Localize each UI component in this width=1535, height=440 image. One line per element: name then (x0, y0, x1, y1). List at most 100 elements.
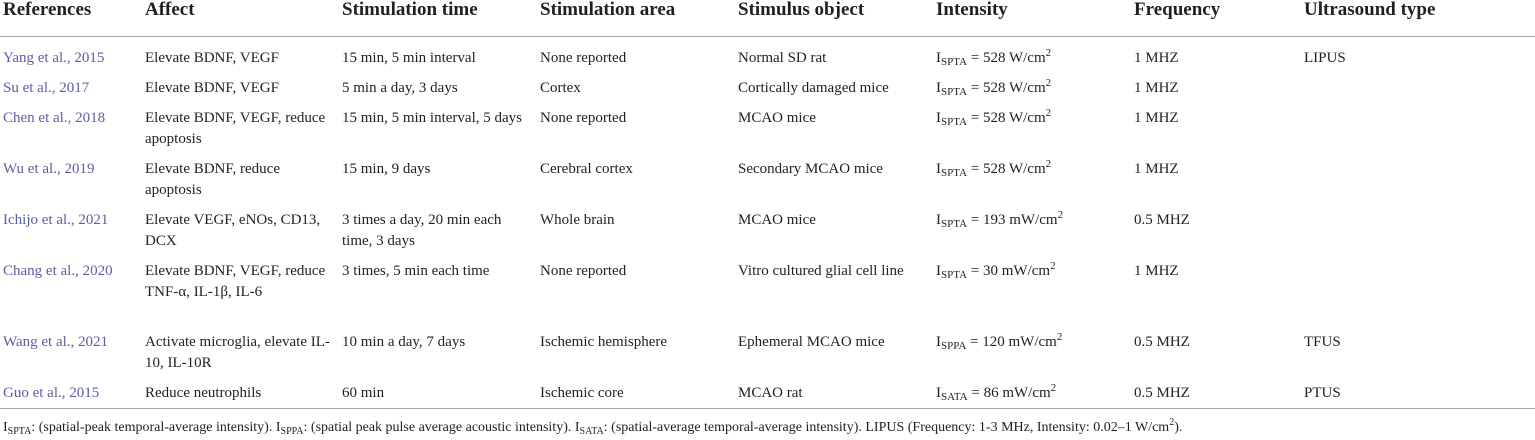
frequency-cell: 0.5 MHZ (1134, 385, 1190, 401)
frequency-cell: 0.5 MHZ (1134, 212, 1190, 228)
footnote-subscript: SPPA (280, 426, 304, 437)
stimulation-time-cell: 5 min a day, 3 days (342, 80, 458, 96)
stimulation-time-cell: 3 times, 5 min each time (342, 263, 490, 279)
stimulation-area-cell: Cerebral cortex (540, 161, 633, 177)
reference-link[interactable]: Su et al., 2017 (3, 80, 90, 96)
ultrasound-type-cell (1301, 252, 1535, 323)
stimulus-object-cell: Ephemeral MCAO mice (738, 334, 885, 350)
ultrasound-type-cell (1301, 150, 1535, 201)
table-header-row: References Affect Stimulation time Stimu… (0, 0, 1535, 37)
frequency-cell: 1 MHZ (1134, 50, 1179, 66)
reference-link[interactable]: Ichijo et al., 2021 (3, 212, 109, 228)
header-affect: Affect (145, 0, 195, 20)
table-row: Wang et al., 2021 Activate microglia, el… (0, 323, 1535, 374)
footnote-superscript: 2 (1169, 417, 1175, 428)
ultrasound-type-cell (1301, 201, 1535, 252)
stimulation-time-cell: 15 min, 5 min interval (342, 50, 476, 66)
intensity-subscript: SPTA (941, 269, 968, 281)
frequency-cell: 1 MHZ (1134, 110, 1179, 126)
stimulation-area-cell: None reported (540, 110, 627, 126)
affect-cell: Elevate BDNF, VEGF (145, 80, 279, 96)
intensity-cell: ISPTA = 528 W/cm2 (933, 99, 1131, 150)
stimulus-object-cell: Vitro cultured glial cell line (738, 263, 904, 279)
stimulus-object-cell: Normal SD rat (738, 50, 827, 66)
intensity-value: = 193 mW/cm (967, 212, 1058, 228)
table-row: Guo et al., 2015 Reduce neutrophils 60 m… (0, 374, 1535, 408)
stimulus-object-cell: MCAO rat (738, 385, 803, 401)
intensity-cell: ISPTA = 528 W/cm2 (933, 69, 1131, 99)
frequency-cell: 0.5 MHZ (1134, 334, 1190, 350)
table-row: Wu et al., 2019 Elevate BDNF, reduce apo… (0, 150, 1535, 201)
intensity-superscript: 2 (1056, 331, 1063, 343)
footnote-text: : (spatial-peak temporal-average intensi… (31, 420, 276, 435)
reference-link[interactable]: Chang et al., 2020 (3, 263, 113, 279)
footnote-text: : (spatial peak pulse average acoustic i… (303, 420, 575, 435)
intensity-superscript: 2 (1050, 382, 1057, 394)
table-row: Yang et al., 2015 Elevate BDNF, VEGF 15 … (0, 37, 1535, 70)
reference-link[interactable]: Wang et al., 2021 (3, 334, 109, 350)
ultrasound-type-cell (1301, 69, 1535, 99)
header-references: References (3, 0, 92, 20)
reference-link[interactable]: Wu et al., 2019 (3, 161, 95, 177)
intensity-value: = 528 W/cm (967, 50, 1046, 66)
intensity-symbol: I (936, 334, 941, 350)
intensity-symbol: I (936, 161, 941, 177)
intensity-symbol: I (936, 80, 941, 96)
intensity-cell: ISPPA = 120 mW/cm2 (933, 323, 1131, 374)
affect-cell: Elevate BDNF, VEGF (145, 50, 279, 66)
intensity-subscript: SPPA (941, 340, 967, 352)
frequency-cell: 1 MHZ (1134, 263, 1179, 279)
affect-cell: Elevate BDNF, reduce apoptosis (145, 161, 280, 198)
intensity-superscript: 2 (1045, 158, 1052, 170)
intensity-subscript: SPTA (941, 86, 968, 98)
intensity-subscript: SPTA (941, 116, 968, 128)
header-intensity: Intensity (936, 0, 1008, 20)
intensity-symbol: I (936, 212, 941, 228)
stimulation-parameters-table: References Affect Stimulation time Stimu… (0, 0, 1535, 408)
intensity-subscript: SPTA (941, 167, 968, 179)
intensity-cell: ISATA = 86 mW/cm2 (933, 374, 1131, 408)
intensity-symbol: I (936, 263, 941, 279)
intensity-symbol: I (936, 385, 941, 401)
intensity-subscript: SATA (941, 391, 968, 403)
ultrasound-type-cell: LIPUS (1304, 50, 1346, 66)
stimulus-object-cell: Cortically damaged mice (738, 80, 889, 96)
intensity-cell: ISPTA = 528 W/cm2 (933, 37, 1131, 70)
footnote-subscript: SATA (579, 426, 604, 437)
table-row: Chen et al., 2018 Elevate BDNF, VEGF, re… (0, 99, 1535, 150)
ultrasound-type-cell: PTUS (1304, 385, 1341, 401)
reference-link[interactable]: Chen et al., 2018 (3, 110, 106, 126)
stimulation-time-cell: 60 min (342, 385, 385, 401)
reference-link[interactable]: Guo et al., 2015 (3, 385, 100, 401)
intensity-subscript: SPTA (941, 218, 968, 230)
table-footnote: ISPTA: (spatial-peak temporal-average in… (3, 417, 1183, 437)
intensity-value: = 120 mW/cm (966, 334, 1057, 350)
ultrasound-type-cell (1301, 99, 1535, 150)
intensity-cell: ISPTA = 193 mW/cm2 (933, 201, 1131, 252)
intensity-superscript: 2 (1057, 209, 1064, 221)
affect-cell: Reduce neutrophils (145, 385, 262, 401)
stimulation-area-cell: Ischemic hemisphere (540, 334, 668, 350)
stimulation-time-cell: 10 min a day, 7 days (342, 334, 466, 350)
intensity-superscript: 2 (1050, 260, 1056, 272)
stimulation-area-cell: Cortex (540, 80, 581, 96)
intensity-cell: ISPTA = 528 W/cm2 (933, 150, 1131, 201)
stimulation-area-cell: Ischemic core (540, 385, 624, 401)
stimulation-time-cell: 15 min, 5 min interval, 5 days (342, 110, 522, 126)
intensity-value: = 528 W/cm (967, 161, 1046, 177)
footnote-text: ). (1174, 420, 1183, 435)
intensity-cell: ISPTA = 30 mW/cm2 (933, 252, 1131, 323)
table-row: Su et al., 2017 Elevate BDNF, VEGF 5 min… (0, 69, 1535, 99)
table-row: Ichijo et al., 2021 Elevate VEGF, eNOs, … (0, 201, 1535, 252)
intensity-value: = 30 mW/cm (967, 263, 1051, 279)
footnote-symbol: I (275, 420, 281, 435)
stimulation-area-cell: None reported (540, 50, 627, 66)
affect-cell: Elevate BDNF, VEGF, reduce apoptosis (145, 110, 326, 147)
affect-cell: Elevate VEGF, eNOs, CD13, DCX (145, 212, 321, 249)
intensity-symbol: I (936, 110, 941, 126)
footnote-text: LIPUS (Frequency: 1-3 MHz, Intensity: 0.… (865, 420, 1170, 435)
frequency-cell: 1 MHZ (1134, 161, 1179, 177)
stimulus-object-cell: Secondary MCAO mice (738, 161, 883, 177)
intensity-value: = 528 W/cm (967, 110, 1046, 126)
reference-link[interactable]: Yang et al., 2015 (3, 50, 105, 66)
